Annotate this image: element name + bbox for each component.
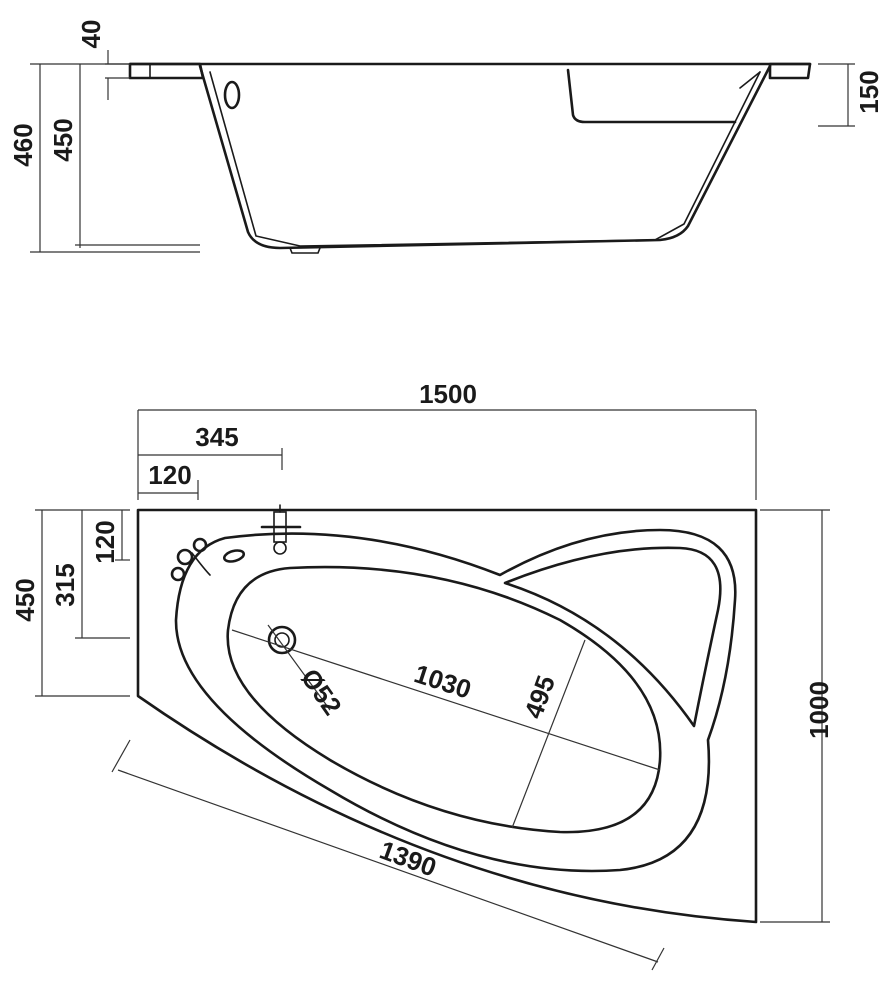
dim-total-height-460: 460 — [8, 123, 38, 166]
side-tub-inner — [209, 71, 761, 247]
top-view: 1500 345 120 1000 450 315 120 1030 495 — [10, 379, 834, 971]
side-view: 40 450 460 150 — [8, 20, 884, 254]
top-seat-swirl — [503, 546, 722, 728]
dim-basin-length-1030: 1030 — [411, 658, 475, 704]
dim-tap-depth-120: 120 — [90, 520, 120, 563]
valve-knobs-icon — [170, 537, 211, 582]
drain-icon — [267, 625, 297, 655]
dim-tap-offset-345: 345 — [195, 422, 238, 452]
dim-rim-40: 40 — [76, 20, 106, 49]
dim-width-1000: 1000 — [804, 681, 834, 739]
side-tub-body — [198, 64, 772, 250]
dim-inner-depth-450: 450 — [48, 118, 78, 161]
top-inner-rim — [174, 528, 737, 873]
dim-length-1500: 1500 — [419, 379, 477, 409]
tap-fitting-icon — [260, 504, 302, 555]
dim-step-150: 150 — [854, 70, 884, 113]
dim-overflow-offset-120: 120 — [148, 460, 191, 490]
side-rim-right — [768, 62, 812, 80]
dim-basin-width-495: 495 — [518, 671, 561, 722]
overflow-hole-side — [223, 80, 241, 110]
dim-drain-depth-315: 315 — [50, 563, 80, 606]
side-seat-step — [566, 68, 737, 124]
overflow-hole-top — [222, 549, 246, 563]
dim-short-side-450: 450 — [10, 578, 40, 621]
side-rim-left — [128, 62, 205, 80]
dim-drain-diameter-52: Ø52 — [295, 663, 348, 720]
top-basin — [226, 565, 662, 834]
dim-front-length-1390: 1390 — [376, 835, 441, 883]
top-outer-outline — [136, 508, 758, 924]
